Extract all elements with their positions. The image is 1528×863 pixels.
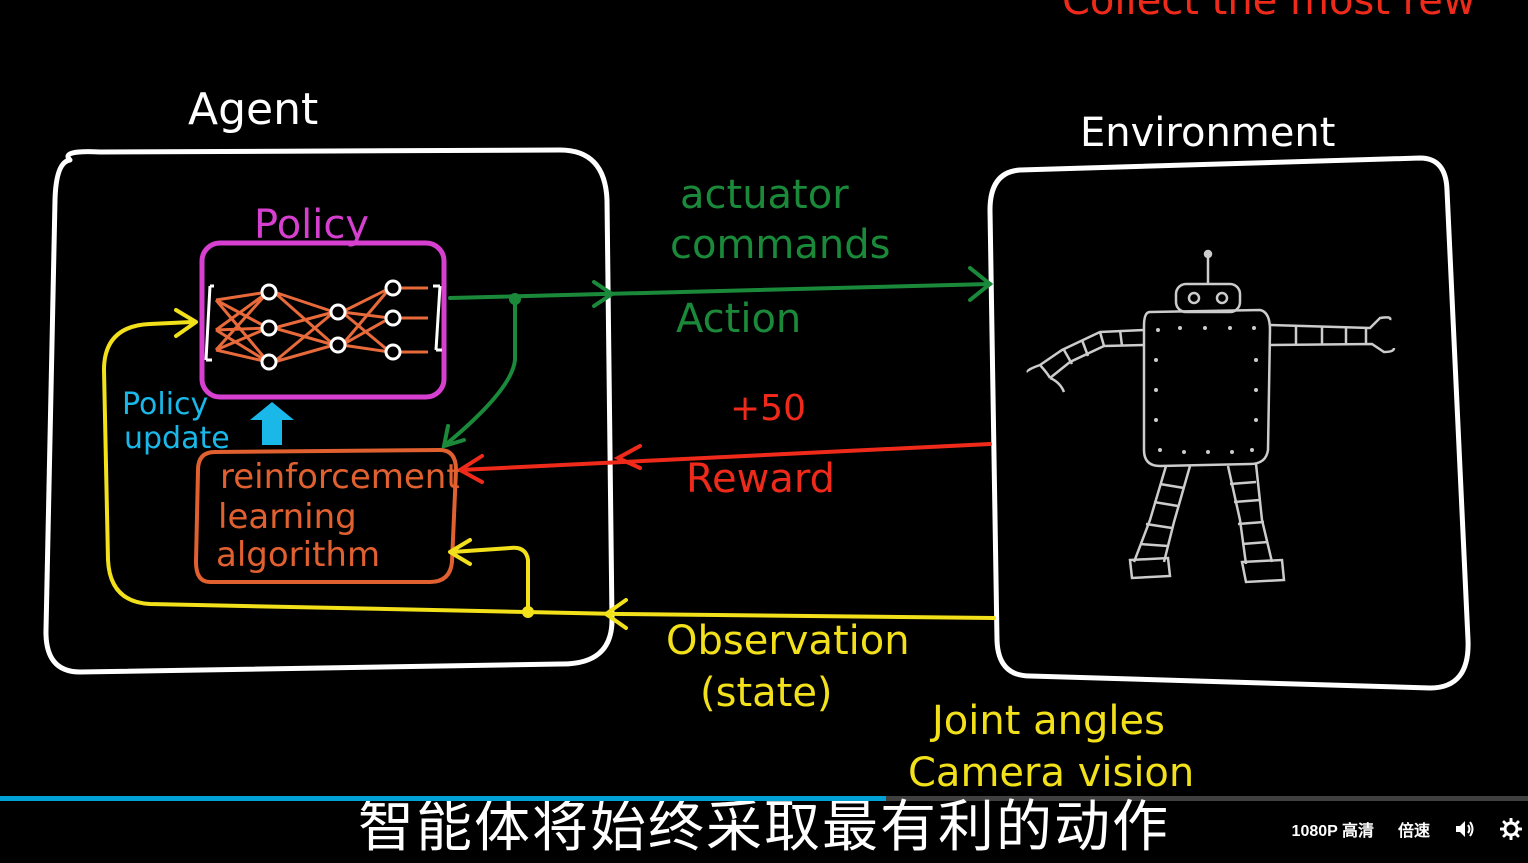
policy-update-arrow [250,402,294,445]
rl-algorithm-line2: learning [218,497,357,537]
speed-button[interactable]: 倍速 [1397,823,1430,840]
top-caption: Collect the most rew [1062,0,1476,24]
neural-network-icon [204,279,442,371]
policy-label: Policy [254,202,369,248]
policy-box [199,240,447,400]
reward-label: Reward [686,456,835,502]
rl-algorithm-line1: reinforcement [220,457,460,497]
agent-box [43,147,615,675]
joint-angles-label: Joint angles [929,698,1165,744]
action-branch-dot [509,293,521,305]
environment-box [987,155,1471,691]
observation-line1: Observation [666,618,910,664]
progress-bar[interactable] [0,796,1528,801]
actuator-commands-line1: actuator [680,172,849,218]
environment-label: Environment [1080,110,1335,156]
camera-vision-label: Camera vision [908,750,1194,796]
observation-arrow [102,308,996,630]
volume-icon [1456,821,1474,837]
policy-update-line2: update [124,421,230,456]
action-arrow [441,266,994,449]
settings-button[interactable] [1500,818,1522,840]
observation-branch-dot [522,606,534,618]
quality-button[interactable]: 1080P 高清 [1291,823,1374,840]
volume-button[interactable] [1454,819,1476,839]
reward-arrow [456,442,992,484]
rl-algorithm-line3: algorithm [216,535,380,575]
agent-label: Agent [188,84,318,135]
observation-line2: (state) [700,670,833,716]
progress-fill [0,796,887,801]
action-label: Action [676,296,801,342]
policy-update-line1: Policy [122,387,208,422]
player-controls: 1080P 高清 倍速 [1292,812,1528,846]
rl-algorithm-box [193,447,459,584]
actuator-commands-line2: commands [670,222,891,268]
reward-value: +50 [730,388,806,429]
gear-icon [1500,818,1522,840]
robot-icon [1026,249,1396,584]
